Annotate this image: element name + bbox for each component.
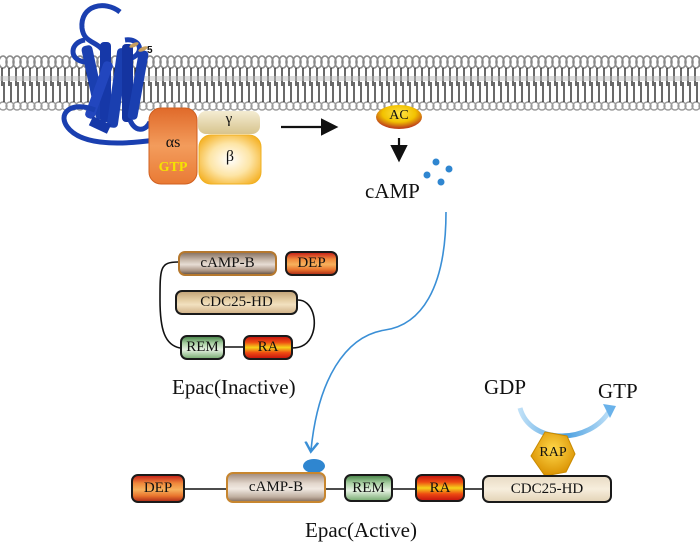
active-camp-b-domain: cAMP-B xyxy=(226,472,326,503)
gamma-label: γ xyxy=(225,111,233,127)
alpha-subunit xyxy=(148,107,198,185)
rap-protein xyxy=(530,431,576,477)
beta-subunit xyxy=(198,134,262,185)
gamma-subunit xyxy=(198,111,260,134)
inactive-ra-domain: RA xyxy=(243,335,293,360)
epac-inactive-caption: Epac(Inactive) xyxy=(172,375,296,399)
camp-molecule xyxy=(423,171,431,179)
epac-inactive-linkers xyxy=(159,261,316,349)
camp-label: cAMP xyxy=(365,179,420,203)
gtp-label: GTP xyxy=(598,379,638,403)
epac-active-caption: Epac(Active) xyxy=(305,518,417,542)
helix-number-label: 5 xyxy=(147,45,153,56)
gdp-label: GDP xyxy=(484,375,527,399)
inactive-dep-domain: DEP xyxy=(285,251,338,276)
active-cdc25-hd-domain: CDC25-HD xyxy=(482,475,612,503)
inactive-camp-b-domain: cAMP-B xyxy=(178,251,277,276)
bound-camp xyxy=(303,459,325,473)
active-ra-domain: RA xyxy=(415,474,465,502)
active-rem-domain: REM xyxy=(344,474,393,502)
active-dep-domain: DEP xyxy=(131,474,185,503)
camp-binding-arrow xyxy=(311,211,447,450)
camp-molecule xyxy=(445,165,453,173)
adenylyl-cyclase xyxy=(376,105,422,129)
camp-molecule xyxy=(437,178,445,186)
ac-label: AC xyxy=(389,108,409,123)
alpha-label: αs xyxy=(165,134,181,151)
exchange-arrowhead xyxy=(603,404,616,418)
cell-membrane xyxy=(0,55,700,111)
beta-label: β xyxy=(225,148,235,165)
gtp-bound-label: GTP xyxy=(158,160,188,175)
inactive-cdc25-hd-domain: CDC25-HD xyxy=(175,290,298,315)
gpcr-receptor: 5 xyxy=(61,3,156,146)
inactive-rem-domain: REM xyxy=(180,335,225,360)
g-protein xyxy=(148,107,262,185)
exchange-arc xyxy=(517,407,613,439)
camp-molecule xyxy=(432,158,440,166)
rap-label: RAP xyxy=(539,445,567,460)
